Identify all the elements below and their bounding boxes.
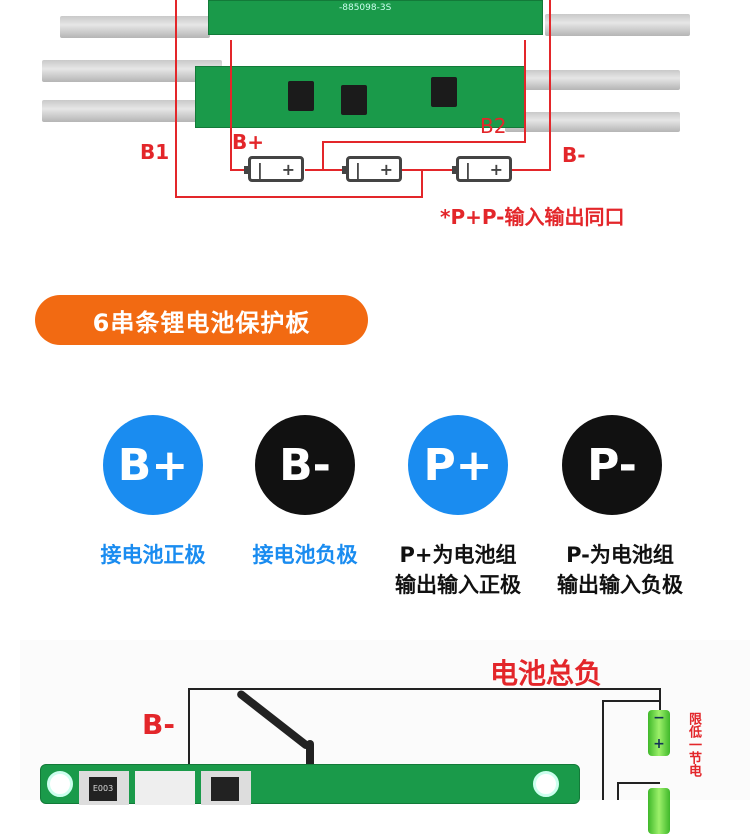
caption-line: P+为电池组: [399, 543, 517, 567]
battery-cell-green: [648, 788, 670, 834]
wire: [602, 700, 660, 702]
nickel-strip: [42, 100, 222, 122]
wire: [175, 196, 423, 198]
battery-positive: +: [281, 159, 295, 179]
battery-cell-green: −+: [648, 710, 670, 756]
io-port-note: *P+P-输入输出同口: [440, 205, 625, 229]
caption-line: 输出输入负极: [557, 573, 683, 597]
wire: [602, 700, 604, 800]
terminal-p-minus-badge: P-: [562, 415, 662, 515]
wire: [617, 782, 619, 800]
wire: [175, 0, 177, 198]
resistor-marking: E003: [89, 777, 117, 801]
wire: [512, 169, 550, 171]
wire: [188, 688, 660, 690]
wire: [549, 0, 551, 171]
wire: [402, 169, 454, 171]
battery-cell: |+: [244, 156, 304, 182]
resistor-body: [211, 777, 239, 801]
terminal-b-minus-caption: 接电池负极: [220, 540, 390, 570]
wire: [524, 40, 526, 143]
caption-line: 接电池负极: [252, 543, 358, 567]
terminal-p-plus-badge: P+: [408, 415, 508, 515]
bottom-wiring-diagram: 电池总负 B- −+ 限低一节电 E003: [20, 640, 750, 834]
ic-chip: [341, 85, 367, 115]
label-b1: B1: [140, 140, 170, 164]
caption-line: P-为电池组: [566, 543, 674, 567]
label-b-plus: B+: [232, 130, 265, 154]
label-b2: B2: [480, 114, 507, 138]
caption-line: 输出输入正极: [395, 573, 521, 597]
section-title-pill: 6串条锂电池保护板: [35, 295, 368, 345]
mount-hole: [47, 771, 73, 797]
wire: [188, 688, 190, 800]
terminal-p-plus-caption: P+为电池组输出输入正极: [373, 540, 543, 600]
ic-chip: [431, 77, 457, 107]
pcb-board: E003: [40, 764, 580, 805]
battery-negative: −: [653, 710, 665, 726]
wire: [230, 169, 246, 171]
battery-cell: |+: [342, 156, 402, 182]
shunt-resistor: E003: [79, 771, 129, 805]
wire: [322, 141, 324, 171]
nickel-strip: [505, 70, 680, 90]
wire: [305, 169, 343, 171]
nickel-strip: [42, 60, 222, 82]
battery-positive: +: [379, 159, 393, 179]
nickel-strip: [545, 14, 690, 36]
battery-negative: |: [257, 159, 263, 179]
solder-pad: [135, 771, 195, 805]
mount-hole: [533, 771, 559, 797]
battery-positive: +: [653, 736, 665, 752]
battery-cell: |+: [452, 156, 512, 182]
side-note: 限低一节电: [686, 712, 701, 777]
label-b-minus: B-: [562, 143, 586, 167]
thermistor-probe: [235, 688, 312, 751]
wire: [659, 688, 661, 710]
total-negative-label: 电池总负: [490, 657, 603, 690]
caption-line: 接电池正极: [100, 543, 206, 567]
b-minus-label: B-: [142, 708, 175, 741]
wire: [230, 40, 232, 170]
battery-positive: +: [489, 159, 503, 179]
wire: [617, 782, 660, 784]
ic-chip: [288, 81, 314, 111]
terminal-b-plus-caption: 接电池正极: [68, 540, 238, 570]
wire: [322, 141, 526, 143]
battery-negative: |: [355, 159, 361, 179]
terminal-b-minus-badge: B-: [255, 415, 355, 515]
terminal-p-minus-caption: P-为电池组输出输入负极: [535, 540, 705, 600]
wire: [421, 170, 423, 198]
battery-negative: |: [465, 159, 471, 179]
shunt-resistor: [201, 771, 251, 805]
nickel-strip: [60, 16, 210, 38]
pcb-board: [195, 66, 525, 128]
pcb-board: -885098-3S: [208, 0, 543, 35]
pcb-marking: -885098-3S: [339, 3, 392, 13]
terminal-b-plus-badge: B+: [103, 415, 203, 515]
nickel-strip: [505, 112, 680, 132]
